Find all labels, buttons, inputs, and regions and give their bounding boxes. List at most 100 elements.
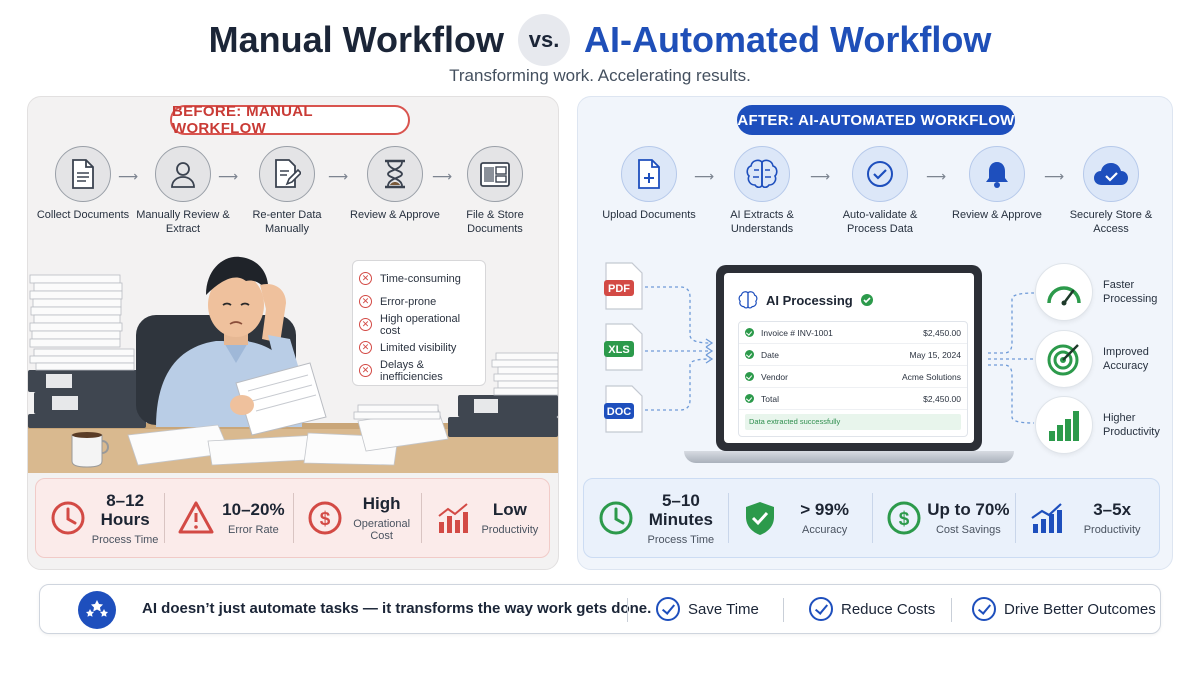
file-connectors (645, 286, 714, 411)
step-reenter-data: Re-enter Data Manually (232, 146, 342, 236)
field-value: $2,450.00 (923, 393, 961, 404)
outcome-label: Reduce Costs (841, 600, 936, 618)
step-label: Upload Documents (602, 209, 696, 221)
xls-file-icon: XLS (604, 323, 644, 371)
x-circle-icon: ✕ (359, 272, 372, 285)
check-icon (745, 372, 754, 381)
field-key: Vendor (761, 371, 788, 382)
metric-value-unit: Hours (100, 509, 150, 529)
list-item: ✕Error-prone (359, 290, 479, 313)
field-key: Invoice # INV-1001 (761, 327, 833, 338)
step-label: Collect Documents (36, 209, 130, 221)
step-label: Review & Approve (350, 209, 440, 221)
upload-document-icon (621, 146, 677, 202)
step-auto-validate: Auto-validate & Process Data (825, 146, 935, 236)
metric-cost-savings: $ Up to 70%Cost Savings (871, 479, 1016, 557)
summary-message: AI doesn’t just automate tasks — it tran… (142, 600, 652, 617)
metric-label: Error Rate (228, 524, 279, 536)
list-item: ✕ Limited visibility (359, 336, 479, 359)
benefit-connectors (988, 292, 1035, 424)
x-circle-icon: ✕ (359, 341, 372, 354)
metric-label: Process Time (647, 533, 715, 546)
arrow-right-icon: ⟶ (694, 168, 715, 184)
field-value: May 15, 2024 (909, 349, 961, 360)
bar-chart-icon (438, 503, 468, 533)
arrow-right-icon: ⟶ (432, 168, 453, 184)
dollar-icon: $ (308, 501, 341, 535)
cloud-icon (1083, 146, 1139, 202)
list-item: ✕ Delays & inefficiencies (359, 358, 479, 383)
check-circle-icon (852, 146, 908, 202)
step-collect-documents: Collect Documents (28, 146, 138, 222)
doc-file-icon: DOC (604, 385, 644, 433)
check-circle-icon (656, 597, 680, 621)
step-manual-review: Manually Review & Extract (128, 146, 238, 236)
edit-document-icon (259, 146, 315, 202)
x-circle-icon: ✕ (359, 318, 372, 331)
list-item: ✕High operational cost (359, 313, 479, 337)
file-type-label: PDF (608, 283, 630, 295)
divider (951, 598, 952, 622)
metric-value: High (362, 494, 401, 513)
benefit-improved-accuracy: Improved Accuracy (1035, 330, 1175, 388)
metric-label: Productivity (481, 524, 539, 536)
outcome-label: Save Time (688, 600, 759, 618)
metric-value: 5–10 (661, 490, 700, 510)
vs-badge: vs. (518, 14, 571, 66)
brain-icon (738, 291, 758, 309)
outcome-reduce-costs: Reduce Costs (809, 597, 935, 621)
step-securely-store: Securely Store & Access (1056, 146, 1166, 236)
clock-icon (599, 501, 633, 535)
table-row: Vendor Acme Solutions (739, 366, 967, 388)
filing-cabinet-icon (467, 146, 523, 202)
speedometer-icon (1035, 263, 1093, 321)
file-type-label: DOC (607, 406, 632, 418)
arrow-right-icon: ⟶ (218, 168, 239, 184)
metric-value: Up to 70% (927, 500, 1010, 519)
metric-value-unit: Minutes (648, 509, 713, 529)
extracted-data-card: Invoice # INV-1001 $2,450.00 Date May 15, … (738, 321, 968, 437)
check-icon (745, 350, 754, 359)
growth-bars-icon (1035, 396, 1093, 454)
drawback-label: Error-prone (380, 295, 437, 308)
step-review-approve-ai: Review & Approve (942, 146, 1052, 222)
step-label: Review & Approve (952, 209, 1042, 221)
step-review-approve: Review & Approve (340, 146, 450, 222)
document-icon (55, 146, 111, 202)
svg-text:$: $ (898, 509, 909, 530)
field-key: Date (761, 349, 779, 360)
metric-value: 3–5x (1093, 500, 1132, 519)
metric-accuracy: > 99%Accuracy (727, 479, 872, 557)
field-value: $2,450.00 (923, 327, 961, 338)
before-label: BEFORE: MANUAL WORKFLOW (170, 103, 410, 137)
step-ai-extracts: AI Extracts & Understands (707, 146, 817, 236)
metric-error-rate: 10–20%Error Rate (164, 479, 292, 557)
drawback-label: Delays & inefficiencies (380, 358, 443, 383)
check-circle-icon (972, 597, 996, 621)
table-row: Invoice # INV-1001 $2,450.00 (739, 322, 967, 344)
step-upload-documents: Upload Documents (594, 146, 704, 222)
step-label: AI Extracts & Understands (730, 209, 794, 235)
x-circle-icon: ✕ (359, 364, 372, 377)
drawback-label: Limited visibility (380, 341, 457, 354)
person-icon (155, 146, 211, 202)
stars-icon (78, 591, 116, 629)
page-title: Manual Workflow vs. AI-Automated Workflo… (0, 12, 1200, 68)
drawbacks-list: ✕Time-consuming ✕Error-prone ✕High opera… (352, 260, 486, 386)
benefit-label: Faster Processing (1103, 279, 1158, 305)
field-key: Total (761, 393, 779, 404)
metric-value: 8–12 (106, 490, 145, 510)
metric-label: Process Time (91, 533, 159, 546)
metric-value: > 99% (800, 500, 849, 519)
field-value: Acme Solutions (901, 371, 961, 382)
step-file-store: File & Store Documents (440, 146, 550, 236)
ai-processing-header: AI Processing (738, 291, 873, 309)
metric-value: Low (492, 500, 527, 519)
step-label: Manually Review & Extract (136, 209, 230, 235)
stressed-worker-illustration (28, 245, 558, 473)
table-row: Total $2,450.00 (739, 388, 967, 410)
